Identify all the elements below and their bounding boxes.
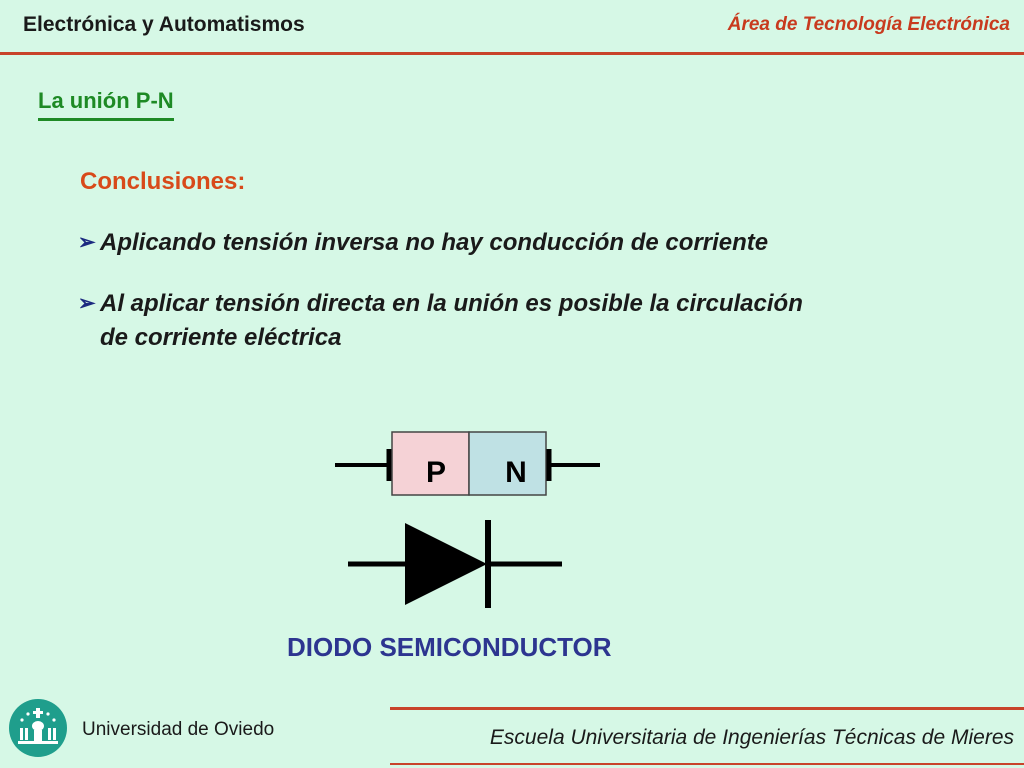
diode-triangle bbox=[405, 523, 487, 605]
p-region bbox=[391, 431, 470, 496]
diode-caption: DIODO SEMICONDUCTOR bbox=[287, 632, 612, 662]
bullet-text-continuation: de corriente eléctrica bbox=[100, 324, 342, 351]
section-title: La unión P-N bbox=[38, 88, 174, 121]
bullet-arrow-icon: ➢ bbox=[78, 231, 96, 254]
n-label: N bbox=[505, 456, 527, 489]
pn-junction-block: P N bbox=[335, 431, 600, 496]
diode-symbol bbox=[348, 520, 562, 608]
bullet-arrow-icon: ➢ bbox=[78, 292, 96, 315]
bullet-text: Al aplicar tensión directa en la unión e… bbox=[100, 290, 803, 317]
footer-divider-top bbox=[390, 707, 1024, 710]
conclusions-heading: Conclusiones: bbox=[80, 168, 246, 195]
course-title: Electrónica y Automatismos bbox=[23, 13, 305, 36]
school-name: Escuela Universitaria de Ingenierías Téc… bbox=[489, 726, 1014, 749]
university-logo bbox=[9, 699, 67, 757]
bullet-item: ➢Aplicando tensión inversa no hay conduc… bbox=[78, 226, 978, 260]
header-divider bbox=[0, 52, 1024, 55]
p-label: P bbox=[426, 456, 446, 489]
bullet-item: ➢Al aplicar tensión directa en la unión … bbox=[78, 287, 978, 355]
bullet-text: Aplicando tensión inversa no hay conducc… bbox=[100, 229, 769, 256]
university-name: Universidad de Oviedo bbox=[82, 719, 275, 740]
n-region bbox=[468, 431, 547, 496]
department-title: Área de Tecnología Electrónica bbox=[727, 14, 1010, 35]
